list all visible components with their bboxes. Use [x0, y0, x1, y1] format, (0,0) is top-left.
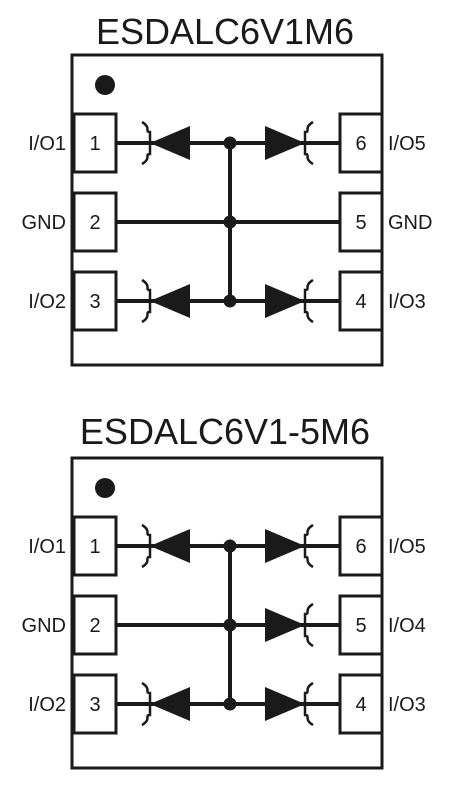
junction-dot [223, 697, 237, 711]
zener-diode-d1 [141, 523, 190, 569]
pin1-indicator-dot [95, 478, 115, 498]
pin-box-1 [72, 112, 118, 174]
pin-label: I/O1 [28, 133, 66, 155]
zener-diode-d2 [265, 120, 314, 166]
pin-label: I/O4 [388, 615, 426, 637]
pin-box-4 [338, 270, 384, 332]
pin-box-3 [72, 270, 118, 332]
pin-label: I/O3 [388, 291, 426, 313]
zener-diode-d4 [265, 278, 314, 324]
pin-number: 5 [355, 615, 366, 637]
diagram-title: ESDALC6V1-5M6 [80, 411, 370, 452]
pin-number: 3 [89, 694, 100, 716]
junction-dot [223, 294, 237, 308]
package-outline [70, 456, 384, 770]
junction-dot [223, 136, 237, 150]
pin-number: 1 [89, 133, 100, 155]
zener-diode-d3 [141, 681, 190, 727]
diagram-title: ESDALC6V1M6 [96, 11, 354, 52]
pin-box-2 [72, 191, 118, 253]
pin-box-3 [72, 673, 118, 735]
pin-number: 2 [89, 615, 100, 637]
junction-dot [223, 539, 237, 553]
zener-diode-d5 [265, 602, 314, 648]
pin-box-5 [338, 191, 384, 253]
pin-number: 4 [355, 694, 366, 716]
pin-label: I/O5 [388, 133, 426, 155]
pin-box-4 [338, 673, 384, 735]
pin-label: I/O1 [28, 536, 66, 558]
pin-number: 2 [89, 212, 100, 234]
pin-box-6 [338, 112, 384, 174]
pin-label: I/O2 [28, 694, 66, 716]
schematic-svg: ESDALC6V1M6 [22, 11, 432, 367]
package-outline [70, 53, 384, 367]
zener-diode-d2 [265, 523, 314, 569]
zener-diode-d3 [141, 278, 190, 324]
pin-number: 6 [355, 133, 366, 155]
pin-box-5 [338, 594, 384, 656]
pin-number: 3 [89, 291, 100, 313]
schematic-esdalc6v1-5m6: ESDALC6V1-5M6 [0, 396, 450, 791]
pin-number: 4 [355, 291, 366, 313]
pin1-indicator-dot [95, 75, 115, 95]
pin-number: 5 [355, 212, 366, 234]
pin-number: 6 [355, 536, 366, 558]
pin-box-1 [72, 515, 118, 577]
pin-label: GND [22, 212, 66, 234]
zener-diode-d4 [265, 681, 314, 727]
zener-diode-d1 [141, 120, 190, 166]
schematic-esdalc6v1m6: ESDALC6V1M6 [0, 0, 450, 395]
pin-label: I/O3 [388, 694, 426, 716]
junction-dot [223, 215, 237, 229]
junction-dot [223, 618, 237, 632]
pin-label: I/O5 [388, 536, 426, 558]
schematic-svg: ESDALC6V1-5M6 [22, 411, 426, 770]
pin-box-6 [338, 515, 384, 577]
pin-number: 1 [89, 536, 100, 558]
pin-label: GND [388, 212, 432, 234]
pin-label: GND [22, 615, 66, 637]
pin-box-2 [72, 594, 118, 656]
pin-label: I/O2 [28, 291, 66, 313]
